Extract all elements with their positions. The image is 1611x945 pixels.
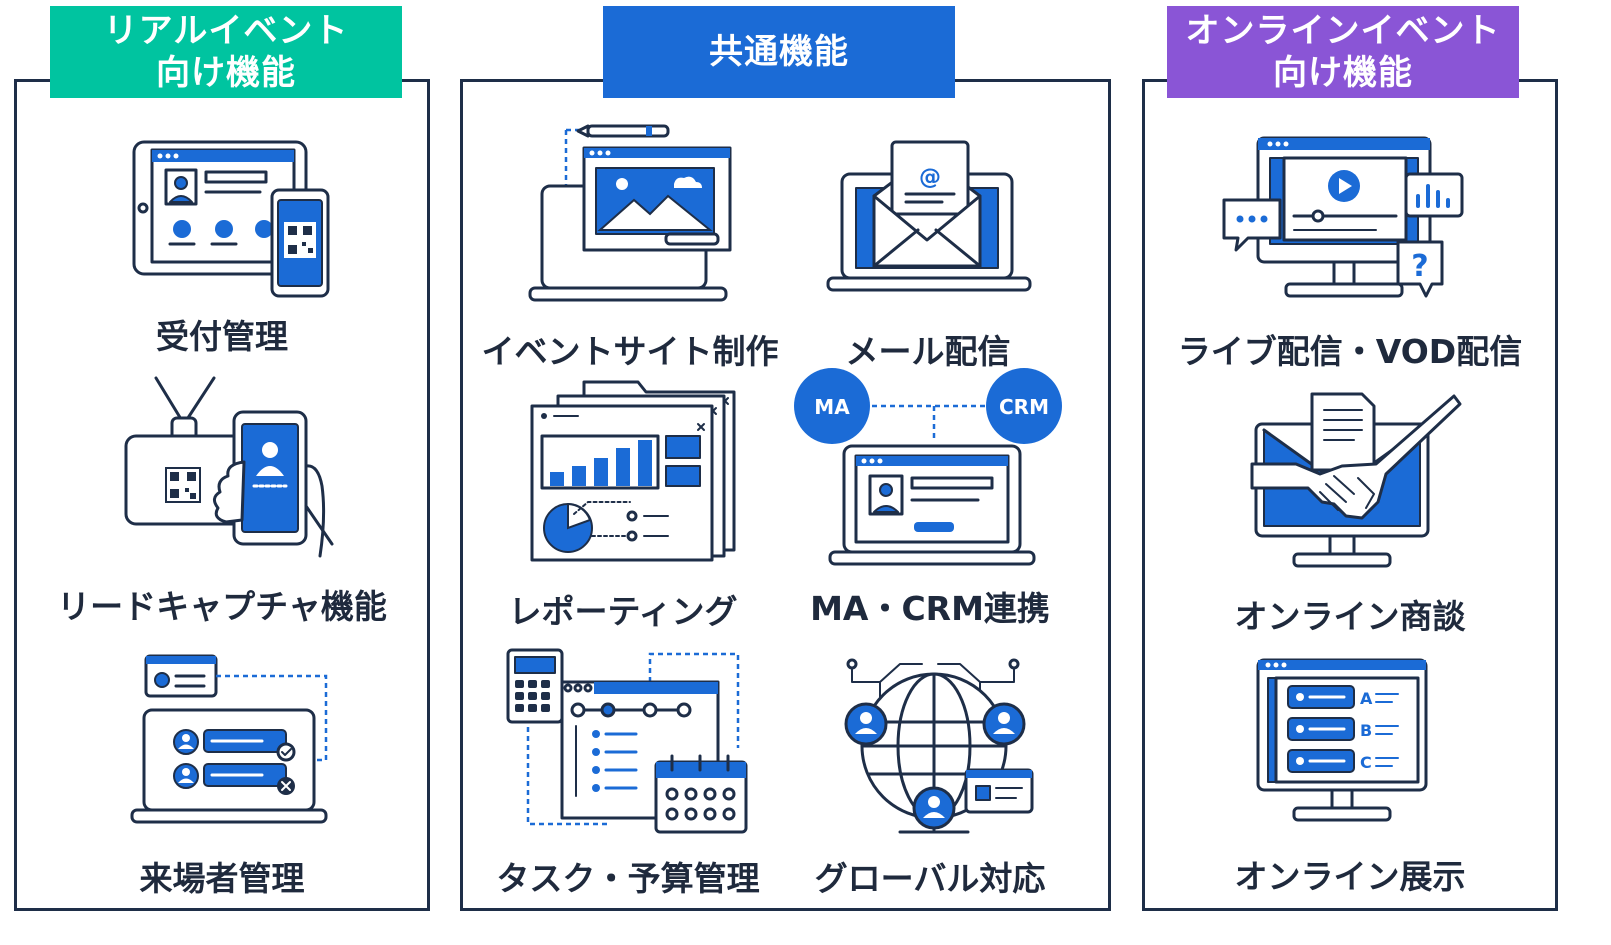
crm-badge: CRM [999, 395, 1049, 419]
visitor-label: 来場者管理 [139, 859, 305, 898]
calculator-calendar-tasks-icon [506, 648, 748, 834]
svg-text:?: ? [1411, 249, 1428, 284]
online-event-header: オンラインイベント 向け機能 [1167, 6, 1519, 98]
mail-label: メール配信 [845, 332, 1011, 371]
laptop-integration-icon: MA CRM [794, 368, 1062, 566]
svg-text:@: @ [919, 165, 941, 190]
globe-network-icon [844, 658, 1034, 834]
common-title: 共通機能 [709, 32, 849, 72]
ma-badge: MA [814, 395, 850, 419]
online-event-title-line2: 向け機能 [1273, 53, 1413, 93]
online-event-title-line1: オンラインイベント [1185, 11, 1501, 51]
badge-phone-scan-icon [124, 376, 334, 558]
monitor-video-chat-icon: ? [1222, 136, 1464, 298]
reception-label: 受付管理 [156, 317, 288, 356]
real-event-title-line1: リアルイベント [103, 11, 349, 51]
reporting-label: レポーティング [508, 592, 738, 631]
ma-crm-label: MA・CRM連携 [810, 589, 1050, 628]
meeting-label: オンライン商談 [1234, 597, 1466, 636]
choice-c: C [1360, 753, 1372, 772]
report-windows-chart-icon [530, 380, 736, 562]
lead-capture-label: リードキャプチャ機能 [57, 587, 387, 626]
monitor-quiz-list-icon: A B C [1256, 658, 1428, 822]
monitor-handshake-icon [1250, 392, 1462, 568]
tablet-phone-qr-icon [132, 140, 330, 298]
laptop-website-edit-icon [528, 124, 732, 302]
real-event-title-line2: 向け機能 [156, 53, 296, 93]
choice-b: B [1360, 721, 1372, 740]
global-label: グローバル対応 [814, 859, 1046, 898]
live-label: ライブ配信・VOD配信 [1177, 332, 1523, 371]
laptop-email-icon: @ [826, 140, 1032, 292]
task-label: タスク・予算管理 [496, 859, 760, 898]
choice-a: A [1360, 689, 1373, 708]
laptop-visitor-list-icon [130, 654, 328, 824]
common-header: 共通機能 [603, 6, 955, 98]
real-event-header: リアルイベント 向け機能 [50, 6, 402, 98]
exhibit-label: オンライン展示 [1234, 857, 1466, 896]
site-label: イベントサイト制作 [481, 332, 779, 371]
